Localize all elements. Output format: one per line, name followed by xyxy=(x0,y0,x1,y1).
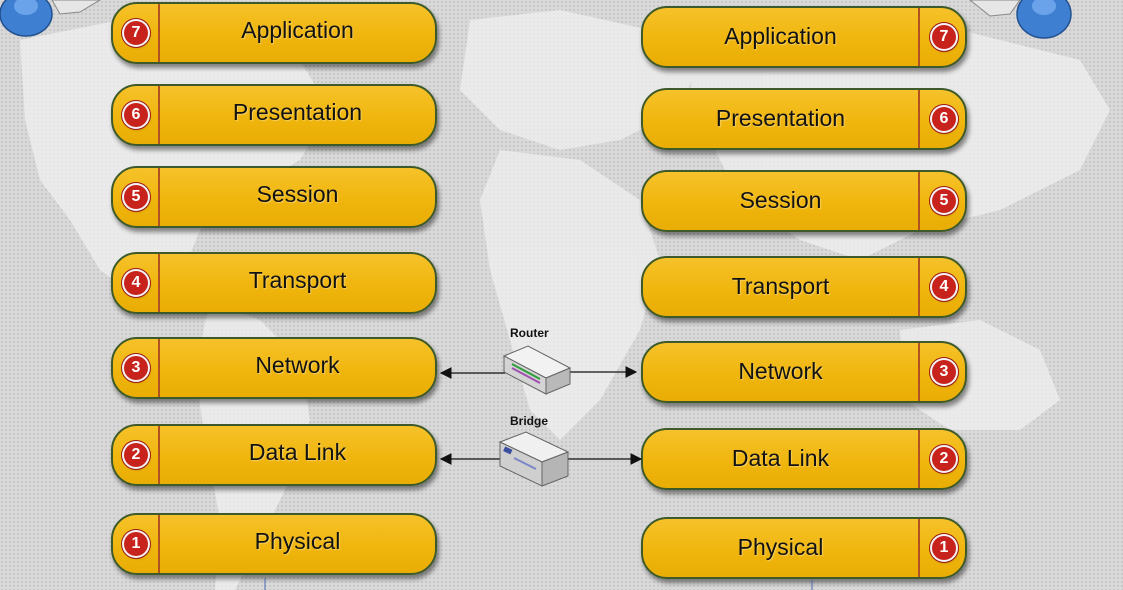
layer-number-badge: 6 xyxy=(124,103,148,127)
layer-separator xyxy=(158,515,160,573)
layer-separator xyxy=(158,426,160,484)
layer-name: Transport xyxy=(248,266,347,293)
right-layer-6: Presentation 6 xyxy=(641,88,967,150)
bridge-label: Bridge xyxy=(510,414,549,428)
layer-separator xyxy=(918,519,920,577)
left-layer-3: 3 Network xyxy=(111,337,437,399)
layer-number-badge: 6 xyxy=(932,107,956,131)
layer-number-badge: 1 xyxy=(124,532,148,556)
layer-name: Physical xyxy=(254,527,341,554)
layer-name: Data Link xyxy=(248,438,347,465)
layer-separator xyxy=(918,8,920,66)
right-layer-7: Application 7 xyxy=(641,6,967,68)
layer-name: Physical xyxy=(737,533,824,560)
router-icon xyxy=(502,345,572,395)
right-layer-2: Data Link 2 xyxy=(641,428,967,490)
left-user-icon xyxy=(0,0,101,37)
left-layer-7: 7 Application xyxy=(111,2,437,64)
layer-separator xyxy=(158,339,160,397)
left-layer-6: 6 Presentation xyxy=(111,84,437,146)
layer-number-badge: 7 xyxy=(932,25,956,49)
left-layer-5: 5 Session xyxy=(111,166,437,228)
layer-number-badge: 5 xyxy=(932,189,956,213)
layer-name: Network xyxy=(255,351,340,378)
layer-separator xyxy=(918,258,920,316)
layer-number-badge: 2 xyxy=(124,443,148,467)
layer-name: Application xyxy=(241,16,354,43)
layer-separator xyxy=(918,430,920,488)
layer-separator xyxy=(918,343,920,401)
layer-separator xyxy=(158,254,160,312)
left-layer-2: 2 Data Link xyxy=(111,424,437,486)
layer-separator xyxy=(158,168,160,226)
right-user-icon xyxy=(969,0,1072,39)
layer-name: Data Link xyxy=(731,444,830,471)
layer-name: Transport xyxy=(731,272,830,299)
layer-number-badge: 4 xyxy=(932,275,956,299)
layer-number-badge: 4 xyxy=(124,271,148,295)
layer-number-badge: 5 xyxy=(124,185,148,209)
layer-name: Session xyxy=(739,186,822,213)
layer-name: Session xyxy=(256,180,339,207)
bridge-icon xyxy=(498,431,570,487)
layer-number-badge: 1 xyxy=(932,536,956,560)
right-layer-3: Network 3 xyxy=(641,341,967,403)
left-layer-1: 1 Physical xyxy=(111,513,437,575)
right-layer-4: Transport 4 xyxy=(641,256,967,318)
layer-name: Presentation xyxy=(715,104,846,131)
layer-separator xyxy=(918,172,920,230)
layer-name: Network xyxy=(738,357,823,384)
layer-number-badge: 2 xyxy=(932,447,956,471)
router-label: Router xyxy=(510,326,549,340)
layer-name: Application xyxy=(724,22,837,49)
layer-separator xyxy=(918,90,920,148)
layer-separator xyxy=(158,4,160,62)
right-layer-5: Session 5 xyxy=(641,170,967,232)
right-layer-1: Physical 1 xyxy=(641,517,967,579)
left-layer-4: 4 Transport xyxy=(111,252,437,314)
layer-separator xyxy=(158,86,160,144)
layer-number-badge: 3 xyxy=(124,356,148,380)
layer-name: Presentation xyxy=(232,98,363,125)
layer-number-badge: 7 xyxy=(124,21,148,45)
layer-number-badge: 3 xyxy=(932,360,956,384)
